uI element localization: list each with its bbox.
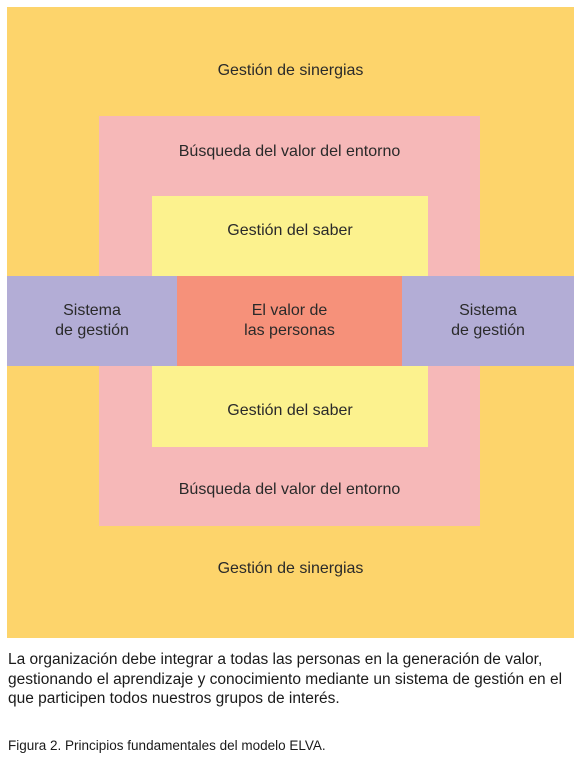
center-valor-personas: El valor de las personas bbox=[177, 276, 402, 366]
inner-top-label: Gestión del saber bbox=[227, 222, 353, 239]
outer-bottom-label: Gestión de sinergias bbox=[217, 560, 364, 577]
center-label: El valor de las personas bbox=[244, 302, 335, 339]
left-band-segment: Sistema de gestión bbox=[7, 276, 177, 366]
inner-bottom-label: Gestión del saber bbox=[227, 402, 353, 419]
caption-text: La organización debe integrar a todas la… bbox=[8, 651, 563, 707]
middle-bottom-label: Búsqueda del valor del entorno bbox=[178, 481, 401, 498]
middle-top-label: Búsqueda del valor del entorno bbox=[178, 143, 401, 160]
outer-top-label: Gestión de sinergias bbox=[217, 62, 364, 79]
right-band-label: Sistema de gestión bbox=[451, 302, 525, 339]
left-band-label: Sistema de gestión bbox=[55, 302, 129, 339]
right-band-segment: Sistema de gestión bbox=[402, 276, 574, 366]
figure-caption: Figura 2. Principios fundamentales del m… bbox=[8, 738, 326, 753]
